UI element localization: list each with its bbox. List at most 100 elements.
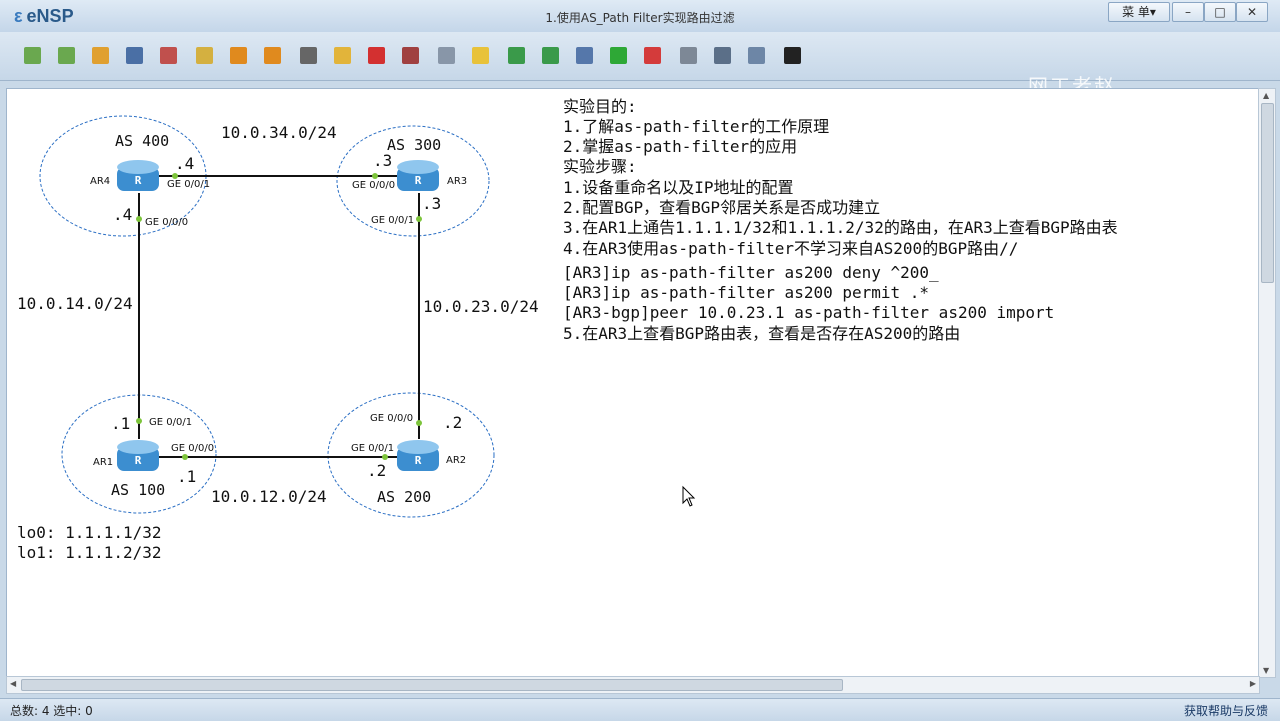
note-line: 1.了解as-path-filter的工作原理 <box>563 117 829 136</box>
note-line: 2.配置BGP，查看BGP邻居关系是否成功建立 <box>563 198 880 217</box>
delete-button[interactable] <box>364 43 388 67</box>
router-name-ar1: AR1 <box>93 457 113 468</box>
scroll-right-icon[interactable]: ▶ <box>1249 679 1256 688</box>
delete-link-icon <box>401 46 419 64</box>
terminal-button[interactable] <box>780 43 804 67</box>
network-label-bottom: 10.0.12.0/24 <box>211 487 327 506</box>
text-button[interactable] <box>434 43 458 67</box>
print-icon <box>195 46 213 64</box>
status-bar: 总数: 4 选中: 0 获取帮助与反馈 <box>0 698 1280 721</box>
text-icon <box>437 46 455 64</box>
save-as-icon <box>159 46 177 64</box>
topology-svg: R R R R AS 400 AR4 .4 GE 0/0/1 .4 GE 0/0… <box>17 97 1118 562</box>
note-line: 5.在AR3上查看BGP路由表，查看是否存在AS200的路由 <box>563 324 960 343</box>
svg-text:R: R <box>415 174 422 187</box>
loopback-lo1: lo1: 1.1.1.2/32 <box>17 543 162 562</box>
start-button[interactable] <box>606 43 630 67</box>
as-label-ar2: AS 200 <box>377 488 431 506</box>
zoom-out-button[interactable] <box>538 43 562 67</box>
port-label-ar1-right: GE 0/0/0 <box>171 443 214 454</box>
pan-hand-icon <box>333 46 351 64</box>
port-label-ar3-left: GE 0/0/0 <box>352 180 395 191</box>
note-line: 3.在AR1上通告1.1.1.1/32和1.1.1.2/32的路由，在AR3上查… <box>563 218 1118 237</box>
svg-text:R: R <box>135 454 142 467</box>
open-icon <box>91 46 109 64</box>
topology-canvas[interactable]: R R R R AS 400 AR4 .4 GE 0/0/1 .4 GE 0/0… <box>6 88 1260 678</box>
note-line: 4.在AR3使用as-path-filter不学习来自AS200的BGP路由// <box>563 239 1018 258</box>
zoom-in-icon <box>507 46 525 64</box>
as-label-ar3: AS 300 <box>387 136 441 154</box>
router-ar1[interactable]: R <box>117 440 159 471</box>
stop-icon <box>643 46 661 64</box>
zoom-in-button[interactable] <box>504 43 528 67</box>
note-line: 实验目的: <box>563 97 637 116</box>
main-menu-button[interactable]: 菜 单▾ <box>1108 2 1170 22</box>
help-feedback-link[interactable]: 获取帮助与反馈 <box>1183 704 1268 718</box>
port-label-ar2-left: GE 0/0/1 <box>351 443 394 454</box>
ip-suffix-ar1-right: .1 <box>177 467 196 486</box>
mouse-cursor-icon <box>682 485 696 507</box>
network-label-top: 10.0.34.0/24 <box>221 123 337 142</box>
save-as-button[interactable] <box>156 43 180 67</box>
print-button[interactable] <box>192 43 216 67</box>
horizontal-scroll-thumb[interactable] <box>21 679 843 691</box>
lab-notes[interactable]: 实验目的: 1.了解as-path-filter的工作原理 2.掌握as-pat… <box>563 97 1118 343</box>
ip-suffix-ar1-up: .1 <box>111 414 130 433</box>
grid-button[interactable] <box>744 43 768 67</box>
svg-text:R: R <box>135 174 142 187</box>
window-title: 1.使用AS_Path Filter实现路由过滤 <box>545 11 735 25</box>
ip-suffix-ar2-up: .2 <box>443 413 462 432</box>
new-item-button[interactable] <box>54 43 78 67</box>
network-label-left: 10.0.14.0/24 <box>17 294 133 313</box>
ensp-logo-icon: ε <box>14 6 23 26</box>
port-label-ar1-up: GE 0/0/1 <box>149 417 192 428</box>
save-icon <box>125 46 143 64</box>
fit-button[interactable] <box>572 43 596 67</box>
scroll-up-icon[interactable]: ▲ <box>1263 91 1270 100</box>
minimize-button[interactable]: – <box>1172 2 1204 22</box>
router-ar4[interactable]: R <box>117 160 159 191</box>
pan-hand-button[interactable] <box>330 43 354 67</box>
port-label-ar4-down: GE 0/0/0 <box>145 217 188 228</box>
select-button[interactable] <box>296 43 320 67</box>
open-button[interactable] <box>88 43 112 67</box>
zoom-out-icon <box>541 46 559 64</box>
rectangle-button[interactable] <box>468 43 492 67</box>
ip-suffix-ar2-left: .2 <box>367 461 386 480</box>
new-topology-button[interactable] <box>20 43 44 67</box>
new-topology-icon <box>23 46 41 64</box>
fit-icon <box>575 46 593 64</box>
router-name-ar3: AR3 <box>447 176 467 187</box>
undo-icon <box>229 46 247 64</box>
port-indicators <box>136 173 422 460</box>
close-button[interactable]: ✕ <box>1236 2 1268 22</box>
loopback-lo0: lo0: 1.1.1.1/32 <box>17 523 162 542</box>
note-line: 2.掌握as-path-filter的应用 <box>563 137 797 156</box>
select-icon <box>299 46 317 64</box>
horizontal-scrollbar[interactable]: ◀ ▶ <box>6 676 1260 694</box>
delete-icon <box>367 46 385 64</box>
vertical-scrollbar[interactable]: ▲ ▼ <box>1258 88 1276 678</box>
port-label-ar4-right: GE 0/0/1 <box>167 179 210 190</box>
topology-button[interactable] <box>710 43 734 67</box>
scroll-down-icon[interactable]: ▼ <box>1263 666 1270 675</box>
grid-icon <box>747 46 765 64</box>
note-line: [AR3]ip as-path-filter as200 permit .* <box>563 283 929 302</box>
maximize-button[interactable]: □ <box>1204 2 1236 22</box>
redo-button[interactable] <box>260 43 284 67</box>
capture-button[interactable] <box>676 43 700 67</box>
router-ar2[interactable]: R <box>397 440 439 471</box>
router-ar3[interactable]: R <box>397 160 439 191</box>
router-name-ar4: AR4 <box>90 176 110 187</box>
status-count: 总数: 4 选中: 0 <box>10 704 93 718</box>
stop-button[interactable] <box>640 43 664 67</box>
undo-button[interactable] <box>226 43 250 67</box>
scroll-left-icon[interactable]: ◀ <box>10 679 17 688</box>
note-line: [AR3-bgp]peer 10.0.23.1 as-path-filter a… <box>563 303 1054 322</box>
as200-boundary <box>327 392 495 518</box>
delete-link-button[interactable] <box>398 43 422 67</box>
as-label-ar4: AS 400 <box>115 132 169 150</box>
router-name-ar2: AR2 <box>446 455 466 466</box>
save-button[interactable] <box>122 43 146 67</box>
vertical-scroll-thumb[interactable] <box>1261 103 1274 283</box>
